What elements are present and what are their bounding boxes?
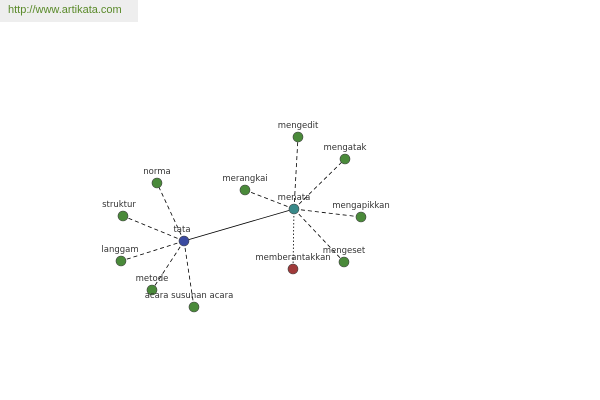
- node-dot-norma[interactable]: [151, 177, 163, 189]
- node-menata[interactable]: menata: [278, 193, 311, 215]
- node-tata[interactable]: tata: [173, 225, 191, 247]
- node-label-memberantakkan: memberantakkan: [255, 253, 330, 263]
- node-label-tata: tata: [173, 225, 190, 235]
- node-merangkai[interactable]: merangkai: [222, 174, 268, 196]
- node-dot-struktur[interactable]: [117, 210, 129, 222]
- node-label-metode: metode: [136, 274, 169, 284]
- nodes-layer: tata menata norma struktur langgam metode acar…: [101, 121, 390, 313]
- node-metode[interactable]: metode: [136, 274, 169, 296]
- node-acara[interactable]: acara susunan acara: [145, 291, 234, 313]
- node-label-mengeset: mengeset: [323, 246, 366, 256]
- edge-tata-norma: [156, 182, 185, 242]
- node-dot-tata[interactable]: [178, 235, 190, 247]
- edge-menata-memberantakkan: [292, 208, 295, 270]
- node-dot-mengatak[interactable]: [339, 153, 351, 165]
- node-mengapikkan[interactable]: mengapikkan: [332, 201, 390, 223]
- node-label-mengedit: mengedit: [278, 121, 319, 131]
- edge-menata-mengatak: [293, 158, 346, 210]
- node-dot-menata[interactable]: [288, 203, 300, 215]
- edge-menata-mengedit: [293, 136, 299, 210]
- node-struktur[interactable]: struktur: [102, 200, 136, 222]
- edge-menata-merangkai: [244, 189, 295, 210]
- edge-tata-metode: [151, 240, 185, 291]
- node-dot-langgam[interactable]: [115, 255, 127, 267]
- node-label-norma: norma: [143, 167, 170, 177]
- edge-menata-mengapikkan: [293, 208, 362, 218]
- node-dot-acara[interactable]: [188, 301, 200, 313]
- node-dot-memberantakkan[interactable]: [287, 263, 299, 275]
- node-label-mengapikkan: mengapikkan: [332, 201, 390, 211]
- node-mengedit[interactable]: mengedit: [278, 121, 319, 143]
- site-banner: http://www.artikata.com: [0, 0, 138, 22]
- edge-tata-struktur: [122, 215, 185, 242]
- node-label-acara: acara susunan acara: [145, 291, 234, 301]
- node-memberantakkan[interactable]: memberantakkan: [255, 253, 331, 275]
- edge-menata-mengeset: [293, 208, 345, 263]
- edge-tata-menata: [183, 208, 295, 242]
- edges-layer: [120, 136, 362, 308]
- node-label-struktur: struktur: [102, 200, 136, 210]
- node-norma[interactable]: norma: [143, 167, 171, 189]
- node-label-menata: menata: [278, 193, 311, 203]
- node-dot-merangkai[interactable]: [239, 184, 251, 196]
- site-url-link[interactable]: http://www.artikata.com: [8, 4, 122, 16]
- node-mengeset[interactable]: mengeset: [323, 246, 366, 268]
- node-dot-mengapikkan[interactable]: [355, 211, 367, 223]
- node-mengatak[interactable]: mengatak: [324, 143, 367, 165]
- node-dot-mengedit[interactable]: [292, 131, 304, 143]
- node-label-merangkai: merangkai: [222, 174, 267, 184]
- node-langgam[interactable]: langgam: [101, 245, 139, 267]
- node-dot-mengeset[interactable]: [338, 256, 350, 268]
- node-label-mengatak: mengatak: [324, 143, 367, 153]
- node-label-langgam: langgam: [101, 245, 138, 255]
- node-dot-metode[interactable]: [146, 284, 158, 296]
